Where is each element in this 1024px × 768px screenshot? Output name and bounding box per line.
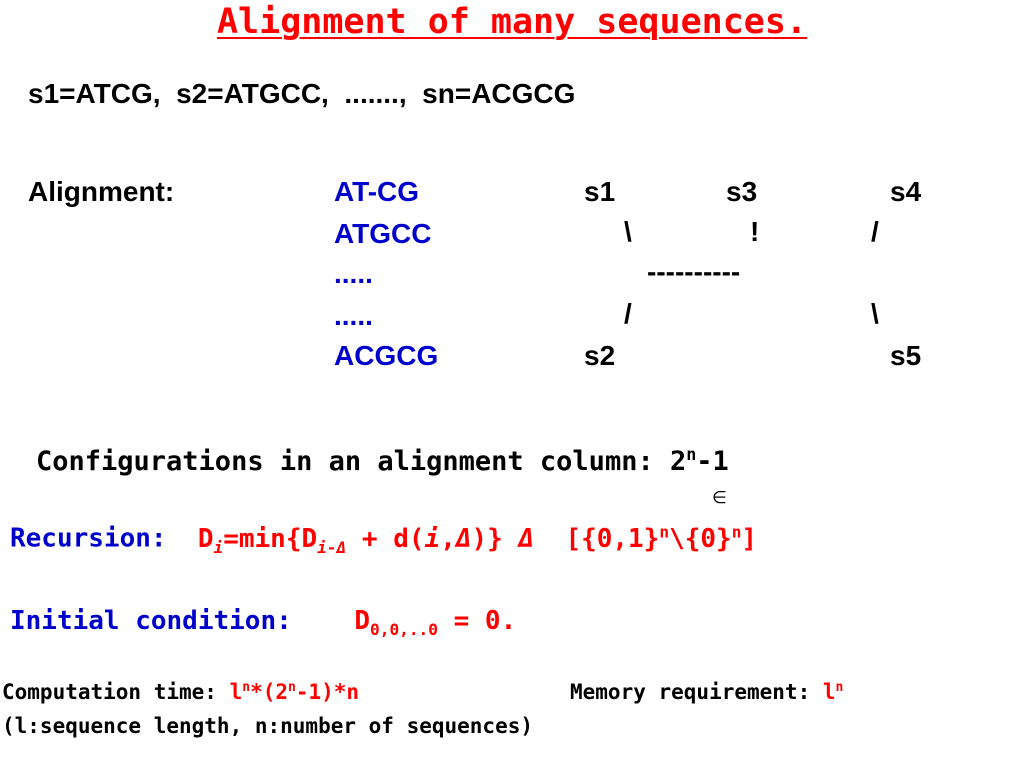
tree-edge: /: [624, 298, 632, 329]
tree-node-s3: s3: [726, 176, 758, 207]
legend-line: (l:sequence length, n:number of sequence…: [2, 714, 534, 738]
tree-internal-edge: ----------: [647, 256, 741, 287]
tree-node-s4: s4: [890, 176, 922, 207]
alignment-row: ACGCG: [334, 340, 439, 371]
configurations-line: Configurations in an alignment column: 2…: [36, 444, 729, 477]
tree-edge: /: [871, 216, 879, 247]
tree-edge: !: [750, 216, 760, 247]
memory-line: Memory requirement: ln: [570, 680, 844, 704]
page-title: Alignment of many sequences.: [216, 2, 807, 42]
alignment-row: ATGCC: [334, 218, 432, 249]
initial-condition-line: Initial condition: D0,0,..0 = 0.: [10, 606, 516, 639]
initial-condition-formula: D0,0,..0 = 0.: [354, 606, 517, 640]
recursion-line: Recursion: Di=min{Di-Δ + d(i,Δ)} Δ [{0,1…: [10, 522, 757, 557]
element-of-symbol: ∈: [712, 488, 727, 508]
alignment-row: .....: [334, 300, 373, 331]
recursion-formula: Di=min{Di-Δ + d(i,Δ)} Δ [{0,1}n\{0}n]: [197, 522, 758, 557]
sequences-line: s1=ATCG, s2=ATGCC, ......., sn=ACGCG: [28, 78, 576, 109]
alignment-row: .....: [334, 258, 373, 289]
alignment-label: Alignment:: [28, 176, 175, 207]
tree-node-s1: s1: [584, 176, 616, 207]
recursion-label: Recursion:: [10, 523, 167, 554]
tree-node-s5: s5: [890, 340, 922, 371]
tree-node-s2: s2: [584, 340, 616, 371]
tree-edge: \: [624, 216, 632, 247]
initial-condition-label: Initial condition:: [10, 606, 292, 636]
tree-edge: \: [871, 298, 879, 329]
alignment-row: AT-CG: [334, 176, 420, 207]
computation-line: Computation time: ln*(2n-1)*n: [2, 680, 360, 704]
